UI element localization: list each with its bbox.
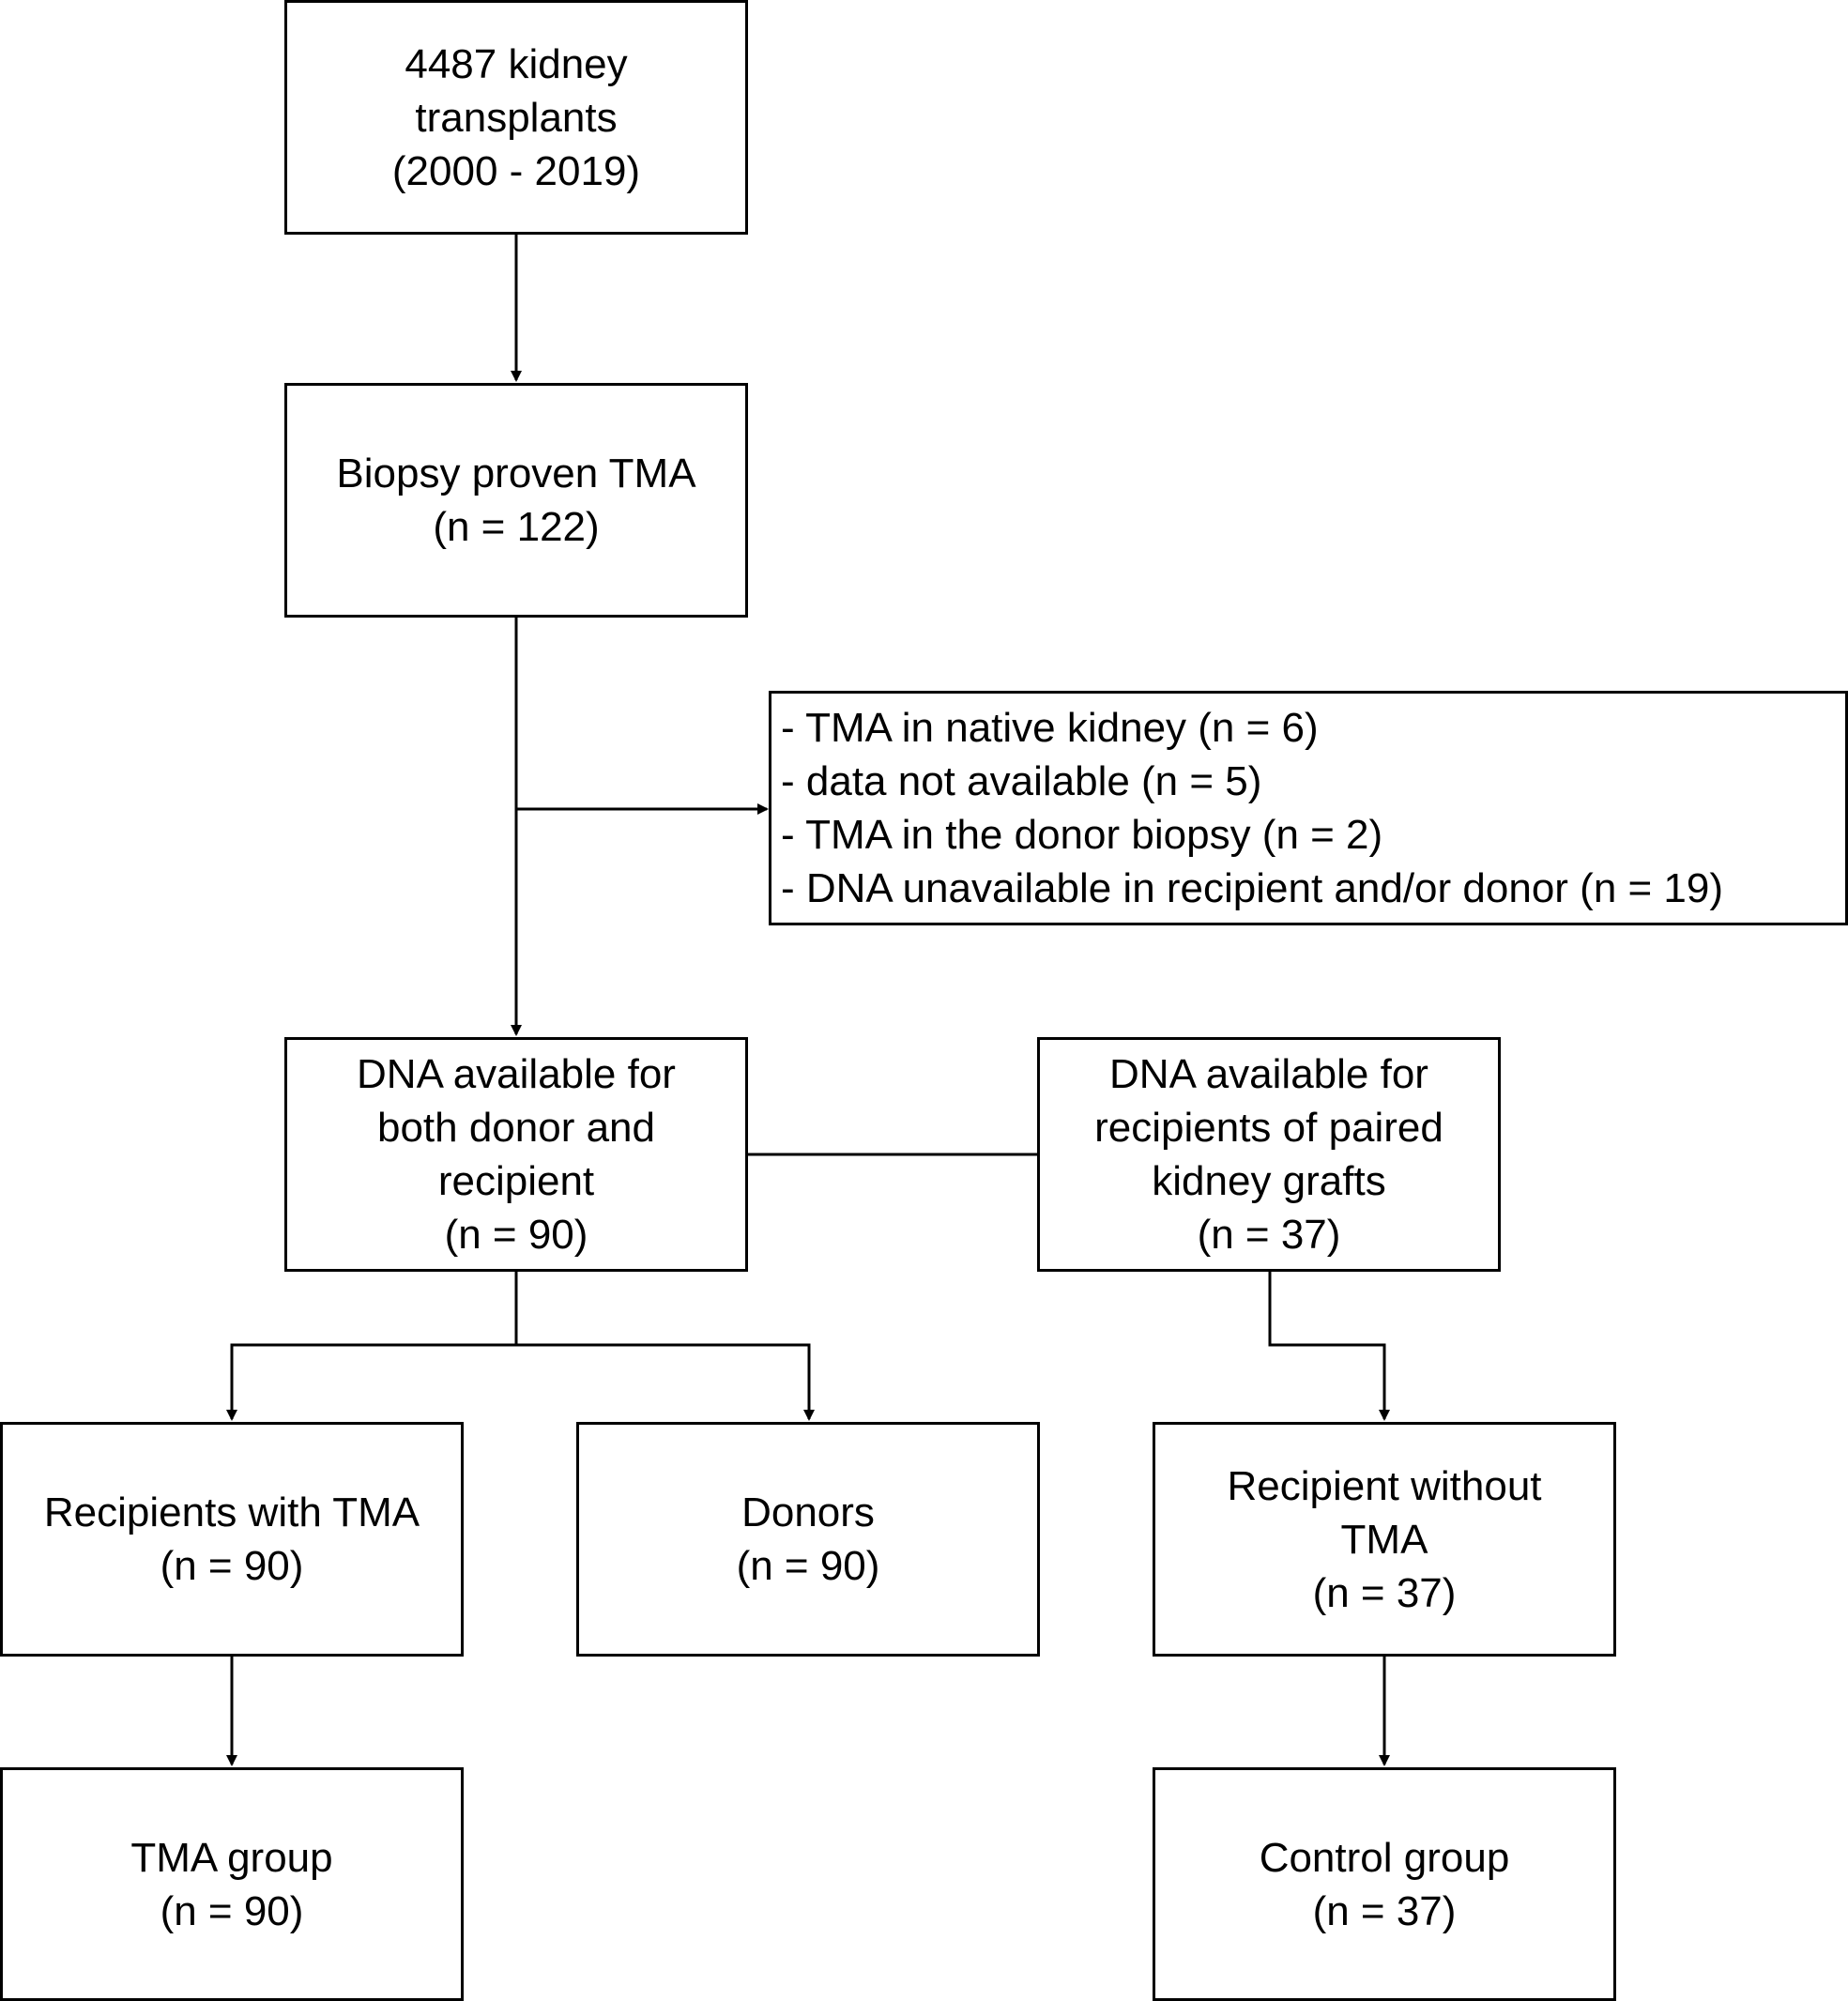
node-text-line: (n = 37) (1197, 1212, 1341, 1258)
node-text-line: (n = 37) (1312, 1887, 1457, 1934)
node-text-line: Recipients with TMA (43, 1489, 420, 1535)
node-text-line: 4487 kidney (405, 40, 628, 87)
node-recipient-without-tma: Recipient without TMA (n = 37) (1153, 1422, 1616, 1657)
arrow-dna-paired-to-recipient-no-tma (1268, 1270, 1390, 1421)
node-text-line: DNA available for (357, 1051, 676, 1097)
node-text-line: (n = 90) (160, 1887, 304, 1934)
node-text-line: (n = 90) (736, 1543, 880, 1589)
node-exclusions: - TMA in native kidney (n = 6) - data no… (769, 691, 1848, 925)
node-biopsy-proven-tma: Biopsy proven TMA (n = 122) (284, 383, 748, 618)
node-text-line: DNA available for (1109, 1051, 1428, 1097)
node-text-line: Biopsy proven TMA (336, 451, 696, 496)
node-text-line: Control group (1259, 1834, 1510, 1881)
node-text-line: recipient (437, 1158, 595, 1204)
node-text-line: (2000 - 2019) (391, 147, 641, 194)
node-text-line: (n = 90) (160, 1543, 304, 1589)
node-text-line: both donor and (376, 1105, 656, 1151)
exclusion-item: - data not available (n = 5) (781, 758, 1262, 804)
node-text-line: (n = 90) (444, 1212, 588, 1258)
node-text-line: TMA group (130, 1834, 333, 1881)
split-dna-both-donors (516, 1343, 815, 1421)
node-text-line: kidney grafts (1152, 1158, 1386, 1204)
node-text-line: Donors (741, 1489, 875, 1535)
node-recipients-with-tma: Recipients with TMA (n = 90) (0, 1422, 464, 1657)
node-tma-group: TMA group (n = 90) (0, 1767, 464, 2001)
node-control-group: Control group (n = 37) (1153, 1767, 1616, 2001)
node-total-transplants: 4487 kidney transplants (2000 - 2019) (284, 0, 748, 235)
exclusion-item: - TMA in the donor biopsy (n = 2) (781, 812, 1383, 858)
node-text-line: transplants (415, 94, 618, 141)
node-dna-paired: DNA available for recipients of paired k… (1037, 1037, 1501, 1272)
node-dna-both: DNA available for both donor and recipie… (284, 1037, 748, 1272)
node-text-line: TMA (1340, 1516, 1428, 1563)
split-dna-both (226, 1270, 518, 1421)
exclusion-item: - DNA unavailable in recipient and/or do… (781, 865, 1724, 911)
node-text-line: (n = 37) (1312, 1569, 1457, 1616)
node-text-line: (n = 122) (433, 504, 600, 550)
exclusion-item: - TMA in native kidney (n = 6) (781, 705, 1319, 751)
node-text-line: Recipient without (1227, 1462, 1542, 1509)
node-donors: Donors (n = 90) (576, 1422, 1040, 1657)
node-text-line: recipients of paired (1094, 1105, 1443, 1151)
